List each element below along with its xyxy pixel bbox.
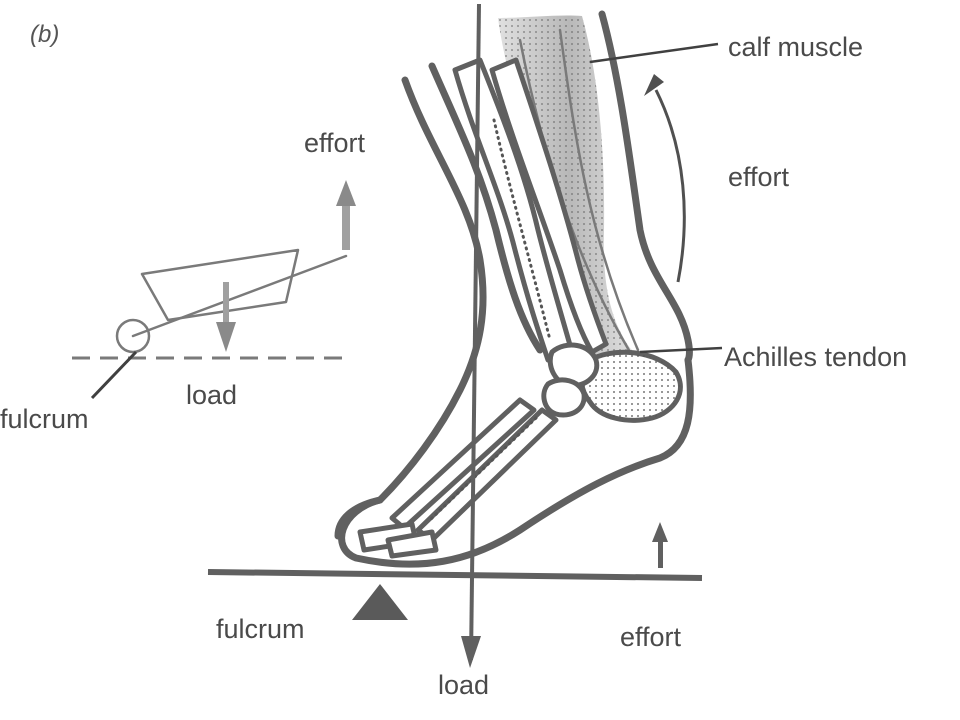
foot-fulcrum-label: fulcrum bbox=[216, 614, 305, 644]
lever-effort-arrow-shaft bbox=[342, 204, 350, 250]
achilles-pointer bbox=[639, 346, 723, 354]
ground-line bbox=[207, 569, 703, 581]
lever-beam bbox=[131, 254, 348, 338]
talus-bone bbox=[547, 342, 600, 389]
panel-label: (b) bbox=[30, 21, 59, 48]
fulcrum-triangle-icon bbox=[352, 584, 408, 620]
calf-muscle-label: calf muscle bbox=[728, 32, 863, 62]
foot-effort-label: effort bbox=[620, 622, 682, 652]
lever-sketch: effort load fulcrum bbox=[0, 128, 366, 434]
leg-outline-inner bbox=[428, 62, 544, 354]
lever-fulcrum-pointer bbox=[90, 350, 138, 400]
calf-effort-arc bbox=[654, 89, 686, 283]
fibula-bone bbox=[489, 57, 609, 355]
calf-muscle-pointer bbox=[589, 42, 719, 64]
leg-outline-front bbox=[338, 76, 694, 568]
muscle-fibre-2 bbox=[558, 28, 640, 352]
heel-bone-stipple bbox=[581, 352, 681, 421]
achilles-tendon-label: Achilles tendon bbox=[724, 342, 907, 372]
leg-outline-back bbox=[598, 10, 693, 364]
foot-anatomy bbox=[334, 10, 723, 568]
foot-lever-axes bbox=[207, 3, 703, 668]
navicular-bone bbox=[541, 377, 587, 418]
toe-outline bbox=[334, 496, 384, 540]
lever-load-label: load bbox=[186, 380, 237, 410]
heel-effort-arrow-shaft bbox=[658, 540, 663, 568]
heel-effort-arrow-icon bbox=[652, 522, 668, 542]
toe-bone-2 bbox=[385, 529, 439, 559]
load-line bbox=[469, 3, 481, 661]
lever-effort-label: effort bbox=[304, 128, 366, 158]
lever-fulcrum-label: fulcrum bbox=[0, 404, 89, 434]
lever-effort-arrow-icon bbox=[336, 180, 356, 206]
lever-load-arrow-icon bbox=[216, 322, 236, 352]
tibia-marrow bbox=[492, 118, 552, 342]
lever-tray bbox=[140, 248, 300, 322]
calf-effort-label: effort bbox=[728, 162, 790, 192]
load-arrow-icon bbox=[461, 636, 481, 668]
lever-load-arrow-shaft bbox=[223, 282, 229, 326]
metatarsal-marrow bbox=[428, 416, 538, 522]
calf-effort-arrow-icon bbox=[644, 74, 664, 96]
foot-load-label: load bbox=[438, 670, 489, 700]
